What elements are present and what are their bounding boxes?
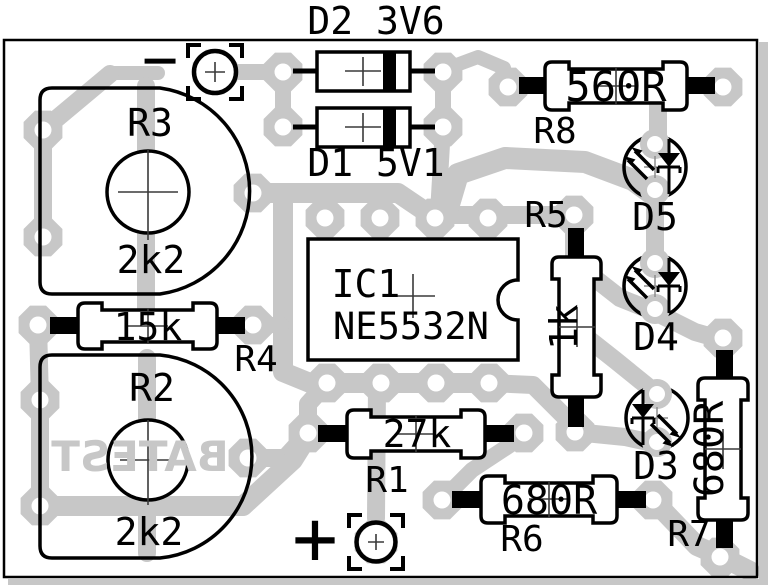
resistor-r5 bbox=[550, 255, 603, 399]
led-d3 bbox=[624, 379, 690, 457]
board-edge-bottom bbox=[8, 579, 768, 585]
r7-ref: R7 bbox=[667, 514, 710, 555]
ic1-ref: IC1 bbox=[332, 262, 401, 306]
resistor-r4 bbox=[76, 301, 219, 351]
potentiometer-r2 bbox=[38, 353, 254, 560]
resistor-r6 bbox=[479, 474, 619, 525]
polarity-plus: + bbox=[292, 493, 338, 582]
board-outline bbox=[2, 38, 759, 579]
diode-d2 bbox=[315, 50, 412, 93]
r2-value: 2k2 bbox=[115, 510, 184, 554]
resistor-r1 bbox=[345, 408, 487, 460]
component-leads bbox=[50, 68, 733, 548]
d5-ref: D5 bbox=[632, 195, 678, 239]
d2-label: D2 3V6 bbox=[307, 0, 444, 43]
r4-ref: R4 bbox=[234, 339, 277, 380]
r8-value: 560R bbox=[565, 62, 667, 111]
d4-ref: D4 bbox=[633, 315, 679, 359]
r2-ref: R2 bbox=[129, 366, 175, 410]
ic1-outline bbox=[306, 237, 520, 362]
r3-ref: R3 bbox=[127, 101, 173, 145]
r5-value: 1k bbox=[542, 304, 586, 350]
r6-value: 680R bbox=[501, 478, 598, 524]
r6-ref: R6 bbox=[500, 519, 543, 560]
ic1-part: NE5532N bbox=[333, 305, 489, 348]
silkscreen-labels: D2 3V6 D1 5V1 R3 2k2 R2 2k2 15k R4 560R … bbox=[114, 0, 733, 560]
d3-ref: D3 bbox=[633, 444, 679, 488]
r7-value: 680R bbox=[687, 400, 733, 497]
copper-text-batest: BATEST bbox=[51, 432, 229, 481]
board-edge-right bbox=[759, 42, 768, 585]
polarity-minus: − bbox=[142, 25, 178, 95]
r1-value: 27k bbox=[383, 412, 452, 456]
r3-value: 2k2 bbox=[117, 238, 186, 282]
testpoint-bottom bbox=[347, 513, 405, 571]
diode-d1 bbox=[315, 106, 412, 149]
r4-value: 15k bbox=[114, 305, 183, 349]
r1-ref: R1 bbox=[365, 460, 408, 501]
d1-label: D1 5V1 bbox=[307, 141, 444, 185]
potentiometer-r3 bbox=[38, 86, 252, 296]
resistor-r8 bbox=[543, 60, 689, 112]
resistor-r7 bbox=[696, 376, 750, 522]
r5-ref: R5 bbox=[524, 195, 567, 236]
r8-ref: R8 bbox=[533, 111, 576, 152]
testpoint-top bbox=[186, 43, 244, 101]
